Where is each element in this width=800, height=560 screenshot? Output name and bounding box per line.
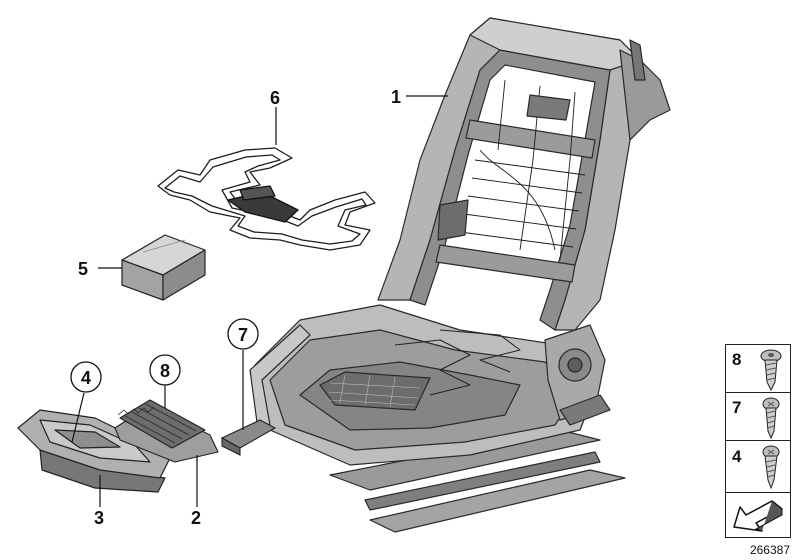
callout-7-circle [227,318,259,350]
seat-frame [249,17,671,533]
legend-item-arrow [725,492,791,538]
callout-1: 1 [391,87,401,107]
callout-4-circle [70,361,102,393]
rail-bracket [220,419,277,456]
screw-flat-head-icon [760,349,782,392]
callout-6: 6 [270,88,280,108]
screw-countersunk-icon [762,445,780,490]
callout-8-circle [149,354,181,386]
diagram-number: 266387 [749,543,790,557]
seat-wire-mat [157,147,376,251]
callout-5: 5 [78,259,88,279]
legend-label-4: 4 [732,447,742,466]
screw-oval-head-icon [762,397,780,440]
callouts: 1 6 5 3 2 7 4 8 [70,87,401,528]
legend-label-7: 7 [732,398,742,417]
foam-block [121,234,206,301]
callout-3: 3 [94,508,104,528]
callout-4: 4 [81,368,91,388]
leader-lines [71,95,448,507]
legend-item-8: 8 [725,344,791,393]
legend-label-8: 8 [732,350,742,369]
legend-item-4: 4 [725,440,791,493]
legend-item-7: 7 [725,392,791,441]
callout-7: 7 [238,325,248,345]
callout-2: 2 [191,508,201,528]
grid-holder [114,399,219,463]
callout-8: 8 [160,361,170,381]
arrow-down-left-icon [733,500,783,532]
